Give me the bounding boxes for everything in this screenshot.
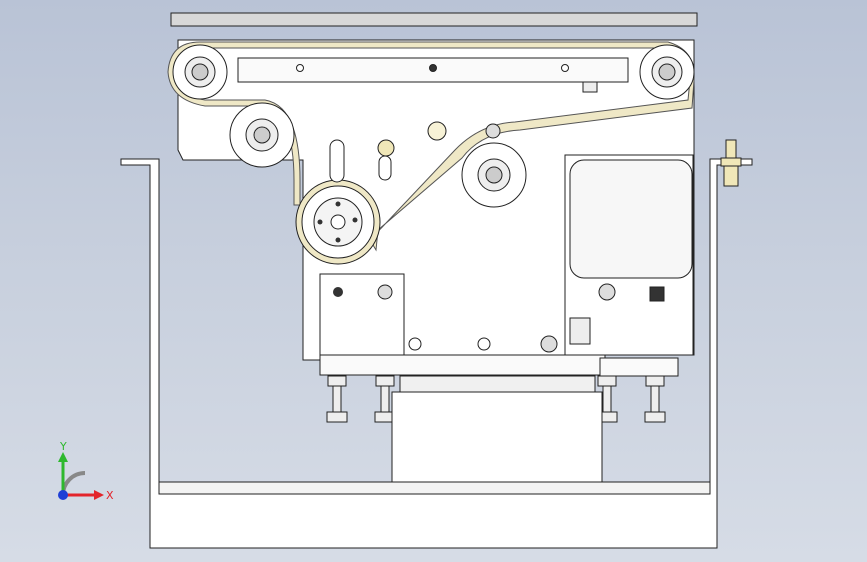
idler-pulley-left[interactable] bbox=[229, 102, 295, 168]
slot-hole bbox=[429, 64, 437, 72]
screw bbox=[598, 283, 616, 301]
y-arrow-icon bbox=[58, 452, 68, 462]
screw bbox=[377, 139, 395, 157]
slot-hole bbox=[561, 64, 569, 72]
lower-housing[interactable] bbox=[391, 391, 603, 483]
nut bbox=[582, 81, 598, 93]
z-axis-icon bbox=[58, 490, 68, 500]
pneumatic-fitting[interactable] bbox=[720, 139, 742, 187]
screw bbox=[485, 123, 501, 139]
hex-screw bbox=[427, 121, 447, 141]
bolt-row bbox=[326, 375, 666, 423]
x-axis-label: X bbox=[106, 489, 114, 502]
screw bbox=[408, 337, 422, 351]
screw bbox=[540, 335, 558, 353]
idler-pulley-center[interactable] bbox=[461, 142, 527, 208]
base-rail[interactable] bbox=[158, 481, 711, 495]
motor[interactable] bbox=[569, 159, 693, 279]
rail-block[interactable] bbox=[599, 357, 679, 377]
cross-beam[interactable] bbox=[319, 354, 606, 376]
coordinate-triad: Y X bbox=[58, 440, 114, 502]
screw bbox=[333, 287, 343, 297]
x-arrow-icon bbox=[94, 490, 104, 500]
nut bbox=[649, 286, 665, 302]
slot-hole bbox=[296, 64, 304, 72]
idler-pulley-top-right[interactable] bbox=[639, 44, 695, 100]
screw bbox=[477, 337, 491, 351]
lower-housing-top bbox=[399, 375, 596, 393]
fitting bbox=[569, 317, 591, 345]
top-plate[interactable] bbox=[170, 12, 698, 27]
vertical-slot bbox=[329, 139, 345, 183]
screw bbox=[377, 284, 393, 300]
y-axis-label: Y bbox=[59, 440, 67, 453]
lower-bracket[interactable] bbox=[319, 273, 405, 367]
idler-pulley-top-left[interactable] bbox=[172, 44, 228, 100]
vertical-slot bbox=[378, 155, 392, 181]
drive-pulley[interactable] bbox=[295, 179, 381, 265]
